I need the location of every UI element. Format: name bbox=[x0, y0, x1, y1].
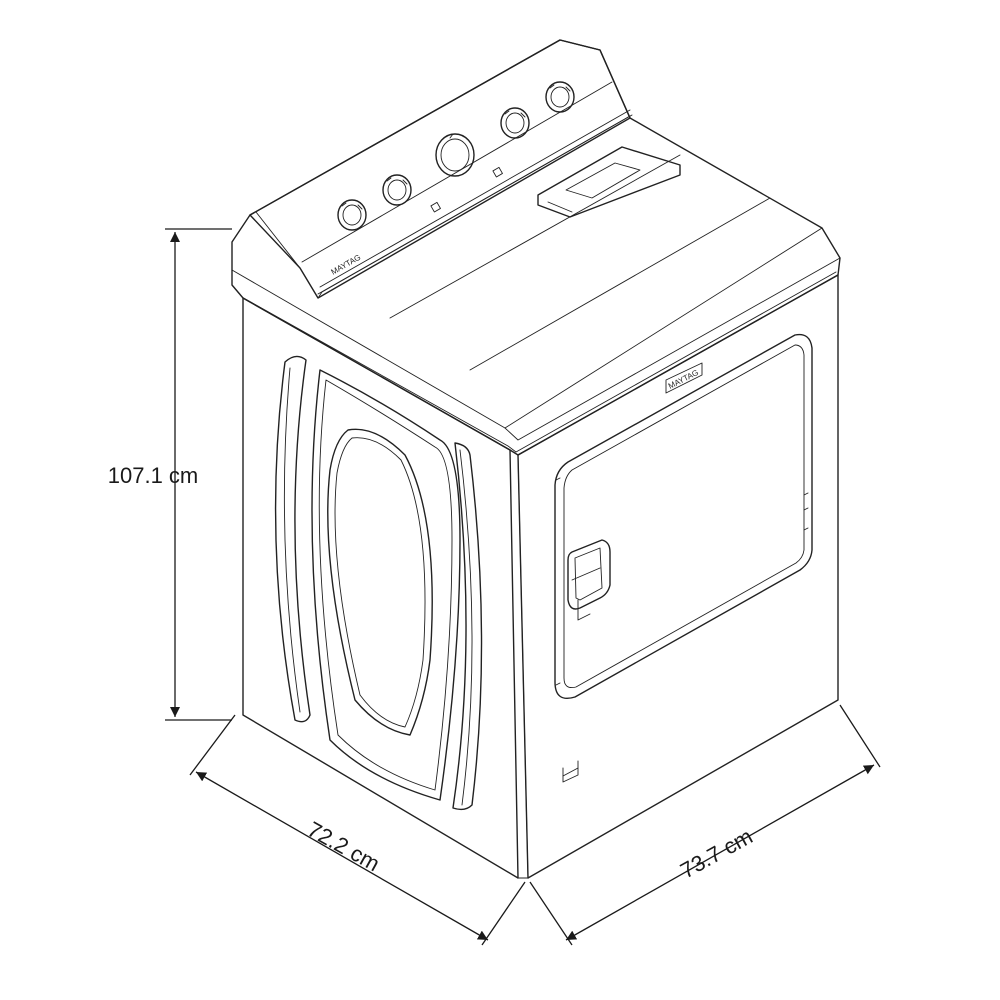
knob-left-2[interactable] bbox=[382, 174, 412, 206]
knob-center[interactable] bbox=[435, 133, 475, 177]
front-brand-badge: MAYTAG bbox=[665, 362, 703, 394]
indicator-light-right bbox=[492, 166, 503, 178]
dimension-height: 107.1 cm bbox=[108, 228, 232, 721]
top-lid bbox=[231, 39, 841, 456]
indicator-light-left bbox=[430, 201, 441, 213]
depth-label: 73.7 cm bbox=[676, 824, 757, 884]
control-console: MAYTAG bbox=[249, 39, 681, 299]
lint-screen-cover[interactable] bbox=[537, 146, 681, 218]
side-panel-embossing bbox=[274, 355, 483, 811]
knob-right-2[interactable] bbox=[545, 81, 575, 113]
width-label: 72.2 cm bbox=[303, 817, 384, 877]
side-window bbox=[327, 428, 433, 736]
knob-right-1[interactable] bbox=[500, 107, 530, 139]
side-frame bbox=[311, 369, 461, 801]
front-service-mark bbox=[562, 760, 579, 783]
side-panel bbox=[242, 297, 519, 879]
side-rib-left bbox=[274, 355, 311, 723]
height-label: 107.1 cm bbox=[108, 463, 199, 488]
dryer-body bbox=[231, 39, 841, 879]
door-inner bbox=[563, 344, 805, 689]
knob-left-1[interactable] bbox=[337, 199, 367, 231]
console-brand-label: MAYTAG bbox=[330, 253, 363, 277]
door-handle[interactable] bbox=[567, 539, 611, 621]
dimension-width: 72.2 cm bbox=[189, 714, 526, 946]
dryer-door[interactable] bbox=[554, 333, 813, 700]
door-outer bbox=[554, 333, 813, 700]
dimension-depth: 73.7 cm bbox=[529, 704, 881, 946]
